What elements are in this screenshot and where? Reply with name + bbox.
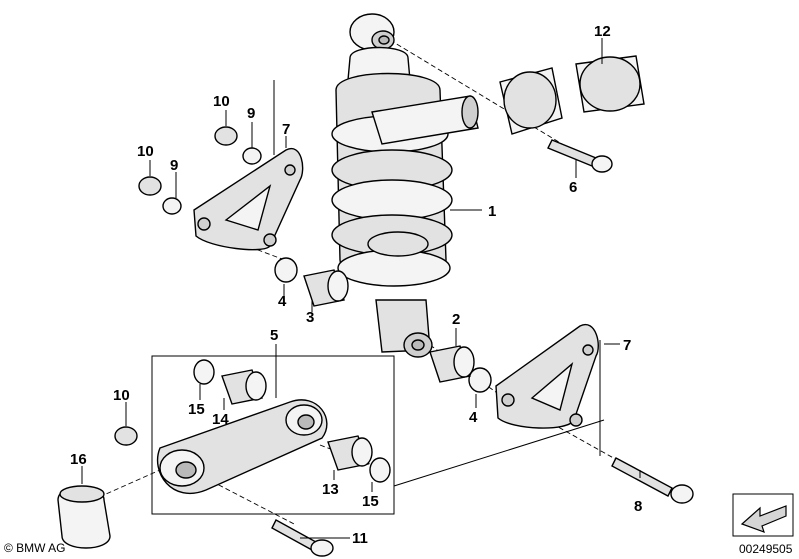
copyright-text: © BMW AG xyxy=(4,541,66,555)
callout-4-right: 4 xyxy=(469,409,478,426)
callout-12: 12 xyxy=(594,23,611,40)
copyright-logo: © BMW AG xyxy=(4,541,66,555)
callout-9-upper: 9 xyxy=(247,105,255,122)
callout-10-upper: 10 xyxy=(213,93,230,110)
callout-14: 14 xyxy=(212,411,229,428)
rocker-assembly xyxy=(151,355,395,515)
arrow-symbol-icon xyxy=(732,493,794,537)
callout-13: 13 xyxy=(322,481,339,498)
bolts xyxy=(271,139,694,557)
callout-5: 5 xyxy=(270,327,278,344)
callout-7-upper: 7 xyxy=(282,121,290,138)
small-parts xyxy=(57,126,492,549)
callout-2: 2 xyxy=(452,311,460,328)
rubber-caps xyxy=(499,55,645,135)
callout-3: 3 xyxy=(306,309,314,326)
callout-7-lower: 7 xyxy=(623,337,631,354)
brackets xyxy=(193,147,599,429)
callout-labels: 1 12 6 7 10 9 10 9 4 3 2 4 7 5 10 15 14 … xyxy=(70,23,642,547)
callout-16: 16 xyxy=(70,451,87,468)
callout-1: 1 xyxy=(488,203,496,220)
callout-4-left: 4 xyxy=(278,293,287,310)
callout-10-middle: 10 xyxy=(137,143,154,160)
callout-6: 6 xyxy=(569,179,577,196)
callout-15-right: 15 xyxy=(362,493,379,510)
callout-9-middle: 9 xyxy=(170,157,178,174)
callout-15-left: 15 xyxy=(188,401,205,418)
callout-8: 8 xyxy=(634,498,642,515)
callout-10-lower: 10 xyxy=(113,387,130,404)
callout-11: 11 xyxy=(352,530,368,547)
leader-lines xyxy=(81,38,641,539)
image-number: 00249505 xyxy=(739,542,793,556)
shock-absorber xyxy=(331,13,479,358)
